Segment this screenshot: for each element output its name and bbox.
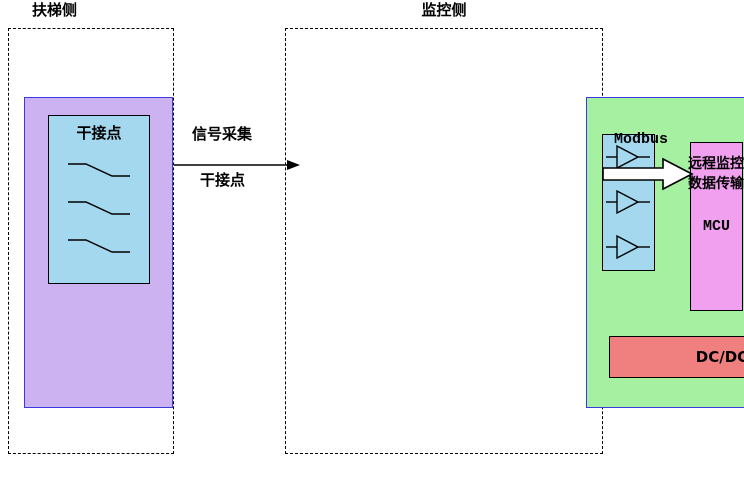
escalator-panel: 干接点 [24, 97, 173, 408]
monitor-side-title: 监控侧 [421, 1, 467, 19]
mcu-box: MCU [690, 142, 743, 311]
escalator-side-boundary: 干接点 [8, 28, 174, 454]
monitor-panel: MCU RS485 DC/DC电源 [586, 97, 744, 408]
amplifier-box [602, 134, 655, 271]
amplifier-buffers-icon [605, 144, 650, 259]
dcdc-power-label: DC/DC电源 [695, 348, 744, 366]
dcdc-power-box: DC/DC电源 [609, 336, 744, 378]
escalator-side-title: 扶梯侧 [32, 1, 78, 19]
signal-acquisition-label: 信号采集 [192, 125, 253, 143]
signal-arrow-right-icon [174, 160, 300, 170]
block-arrow-right-icon [602, 157, 694, 191]
dry-contact-link-label: 干接点 [200, 171, 246, 189]
remote-monitoring-line1: 远程监控 [688, 156, 744, 172]
dry-contact-label: 干接点 [76, 124, 122, 142]
mcu-label: MCU [702, 217, 730, 235]
remote-monitoring-label: 远程监控 数据传输 [688, 154, 744, 194]
dry-contact-box: 干接点 [48, 115, 150, 284]
switch-contacts-icon [68, 163, 130, 253]
remote-monitoring-line2: 数据传输 [688, 176, 744, 192]
monitor-side-boundary: MCU RS485 DC/DC电源 [285, 28, 744, 454]
modbus-label: Modbus [614, 131, 669, 148]
